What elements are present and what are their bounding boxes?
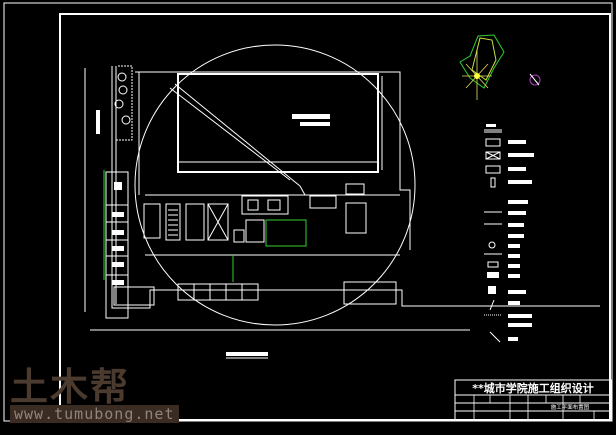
drawing-name: 施工平面布置图 <box>551 403 590 411</box>
trees <box>114 65 133 141</box>
watermark-url: www.tumubong.net <box>10 405 179 423</box>
drawing-title: **城市学院施工组织设计 <box>472 381 594 395</box>
inner-frame <box>59 13 611 421</box>
north-arrow-wind-rose <box>459 34 505 100</box>
watermark-logo: 土木帮 <box>10 365 131 409</box>
main-building <box>169 73 383 196</box>
title-block: **城市学院施工组织设计 施工平面布置图 <box>454 379 612 421</box>
left-facilities <box>96 110 155 319</box>
storage-yards <box>143 183 367 247</box>
marker-symbol <box>529 73 541 86</box>
crane-radius-circle <box>134 44 416 326</box>
bottom-offices <box>177 255 397 305</box>
legend <box>484 124 534 343</box>
